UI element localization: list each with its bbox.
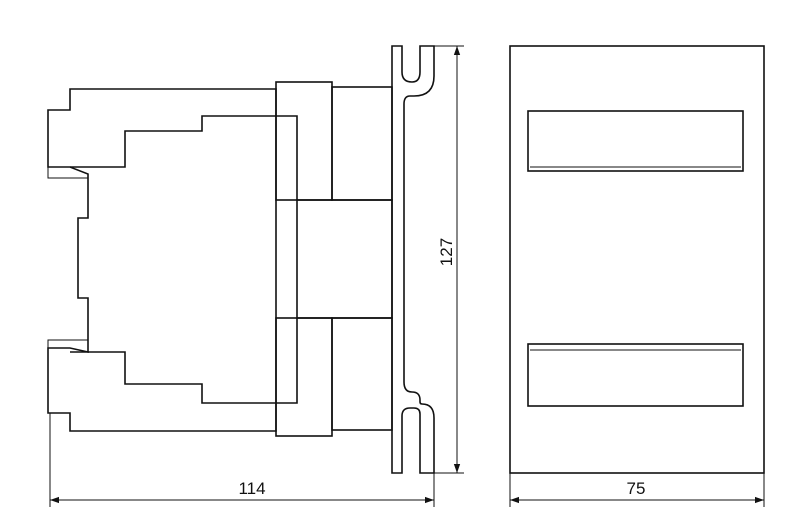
base-body-center [296,199,393,319]
front-window-upper [527,110,744,172]
front-view-outline [509,45,765,474]
dimension-front-width: 75 [509,473,765,507]
dimension-height: 127 [434,45,464,474]
lower-terminal-step [70,318,298,404]
base-body-lower [331,317,393,431]
dimension-side-depth: 114 [49,413,435,507]
height-dimension-label: 127 [437,238,456,266]
front-window-lower [527,343,744,407]
contact-block-upper [275,81,333,201]
width-dimension-label: 75 [627,479,646,498]
base-body-upper [331,86,393,201]
front-view [509,45,765,474]
side-view-housing-outline [47,88,277,432]
top-clip [47,167,88,179]
side-view [47,45,435,474]
depth-dimension-label: 114 [238,479,265,498]
bottom-clip [47,339,88,352]
contact-block-lower [275,317,333,437]
upper-terminal-step [70,115,298,200]
mounting-rail [391,45,435,474]
